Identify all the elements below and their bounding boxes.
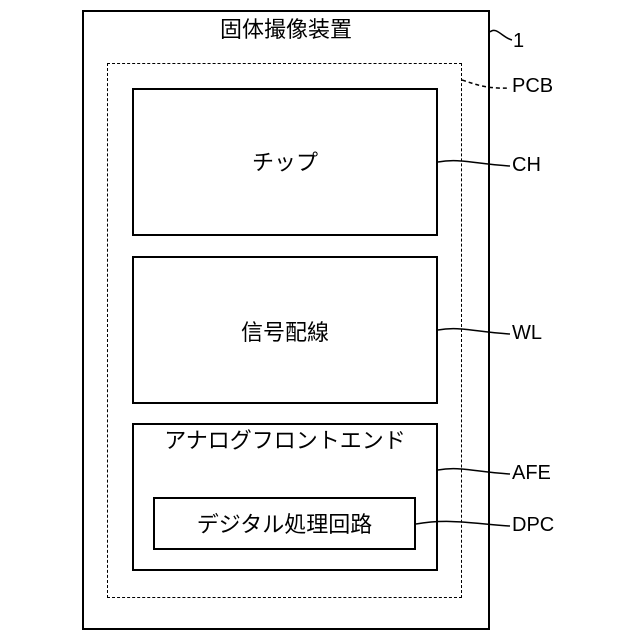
chip-box: チップ xyxy=(132,88,438,236)
dpc-label: デジタル処理回路 xyxy=(155,515,414,537)
chip-label: チップ xyxy=(134,153,436,175)
device-title: 固体撮像装置 xyxy=(84,20,488,42)
ref-afe: AFE xyxy=(512,463,551,483)
ref-pcb: PCB xyxy=(512,76,553,96)
ref-dpc: DPC xyxy=(512,515,554,535)
ref-chip: CH xyxy=(512,155,541,175)
leader-device xyxy=(490,30,512,40)
afe-label: アナログフロントエンド xyxy=(134,431,436,453)
dpc-box: デジタル処理回路 xyxy=(153,497,416,550)
signal-wiring-label: 信号配線 xyxy=(134,323,436,345)
ref-wiring: WL xyxy=(512,323,542,343)
ref-device: 1 xyxy=(513,31,524,51)
signal-wiring-box: 信号配線 xyxy=(132,256,438,404)
